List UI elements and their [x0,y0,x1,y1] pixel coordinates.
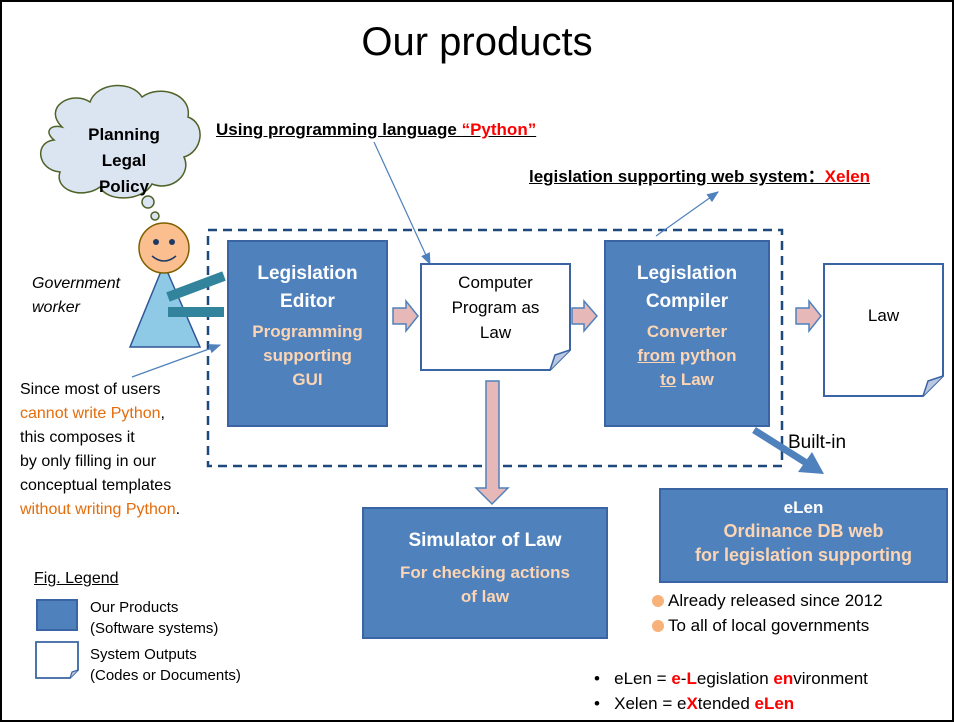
def2-b: X [686,694,698,713]
built-in-label: Built-in [788,432,847,453]
simulator-sub-2: of law [460,587,510,606]
compiler-title-1: Legislation [636,263,738,284]
thought-line-3: Policy [98,177,150,196]
def2-a: Xelen = e [614,694,687,713]
users-note-line-4: by only filling in our [20,453,157,470]
users-note-comma: , [160,405,165,422]
simulator-title: Simulator of Law [408,530,562,551]
government-worker-icon [128,222,226,348]
users-note-highlight-2: without writing Python [20,501,176,518]
web-system-note-highlight: Xelen [824,167,871,186]
definition-xelen: • Xelen = eXtended eLen [594,694,795,713]
python-note: Using programming language “Python” [216,120,536,140]
government-worker-label: Government worker [32,272,120,320]
users-note-highlight-1: cannot write Python [20,405,161,422]
legend-outputs: System Outputs (Codes or Documents) [90,644,241,686]
legislation-editor-box: Legislation Editor Programming supportin… [227,240,388,427]
def1-b: e [671,669,681,688]
compiler-sub-3: to Law [606,368,768,392]
legend-outputs-line-1: System Outputs [90,646,197,663]
compiler-sub-2: from python [606,344,768,368]
legislation-compiler-box: Legislation Compiler Converter from pyth… [604,240,770,427]
legend-products: Our Products (Software systems) [90,597,218,639]
elen-title: eLen [783,498,824,517]
users-note: Since most of users cannot write Python,… [20,378,180,522]
python-note-highlight: “Python” [461,120,537,139]
def1-g: vironment [793,669,868,688]
python-note-prefix: Using programming language [216,120,462,139]
def1-e: egislation [696,669,774,688]
program-line-3: Law [479,323,512,342]
simulator-box: Simulator of Law For checking actions of… [362,507,608,639]
thought-cloud-icon [39,84,201,221]
thought-line-2: Legal [101,151,147,170]
elen-points: Already released since 2012 To all of lo… [652,588,883,638]
editor-sub-2: supporting [263,346,352,365]
elen-sub-2: for legislation supporting [695,545,912,565]
editor-sub-1: Programming [252,322,363,341]
legend-products-line-1: Our Products [90,599,179,616]
gov-line-2: worker [32,299,81,316]
gov-line-1: Government [32,275,121,292]
compiler-to: to [660,370,677,389]
elen-point-2: To all of local governments [652,613,883,638]
program-doc-text: Computer Program as Law [421,270,570,345]
editor-title-2: Editor [280,291,335,312]
slide-title: Our products [361,20,593,64]
def1-a: eLen = [614,669,672,688]
arrow-compiler-to-law [795,298,822,334]
elen-point-2-text: To all of local governments [668,616,870,635]
legend-outputs-line-2: (Codes or Documents) [90,667,241,684]
editor-sub-3: GUI [292,370,323,389]
def1-c: - [680,669,687,688]
bullet-dot-icon [652,620,664,632]
compiler-sub-1: Converter [646,322,728,341]
def1-d: L [686,669,697,688]
users-note-line-5: conceptual templates [20,477,172,494]
definitions: • eLen = e-Legislation environment • Xel… [594,666,868,716]
law-doc-text: Law [867,306,900,325]
legend-product-swatch [36,599,78,631]
elen-point-1-text: Already released since 2012 [668,591,883,610]
compiler-from: from [637,346,676,365]
elen-box: eLen Ordinance DB web for legislation su… [659,488,948,583]
users-note-line-6: without writing Python. [20,498,180,522]
def2-c: tended [697,694,755,713]
thought-line-1: Planning [88,125,160,144]
users-note-period: . [175,501,181,518]
elen-point-1: Already released since 2012 [652,588,883,613]
compiler-title-2: Compiler [645,291,729,312]
definition-elen: • eLen = e-Legislation environment [594,669,868,688]
arrow-program-to-simulator [474,380,510,506]
program-line-2: Program as [451,298,540,317]
users-note-line-3: this composes it [20,429,135,446]
web-system-note-prefix: legislation supporting web system： [529,167,825,186]
law-doc-shape [823,263,944,397]
editor-title-1: Legislation [257,263,358,284]
def1-f: en [773,669,794,688]
legend-title: Fig. Legend [34,570,119,587]
arrow-editor-to-program [392,298,419,334]
simulator-sub-1: For checking actions [399,563,571,582]
web-system-note: legislation supporting web system：Xelen [529,162,870,187]
elen-sub-1: Ordinance DB web [723,521,884,541]
bullet-dot-icon [652,595,664,607]
legend-products-line-2: (Software systems) [90,620,219,637]
arrow-program-to-compiler [571,298,598,334]
users-note-line-2: cannot write Python, [20,402,180,426]
users-note-line-1: Since most of users [20,381,161,398]
thought-cloud-text: Planning Legal Policy [64,122,184,200]
compiler-python: python [675,346,737,365]
def2-d: eLen [754,694,795,713]
compiler-law: Law [676,370,714,389]
program-line-1: Computer [458,273,533,292]
